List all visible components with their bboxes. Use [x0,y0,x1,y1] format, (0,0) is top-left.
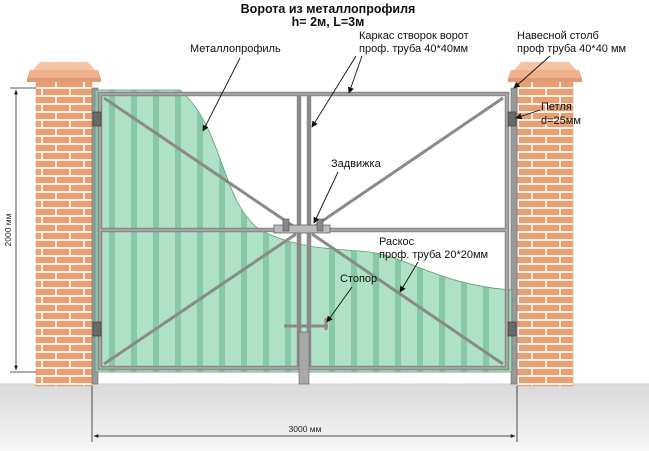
label-latch: Задвижка [331,158,382,170]
label-frame-line1: Каркас створок ворот [359,30,469,42]
width-dimension-label: 3000 мм [289,424,322,434]
label-brace-line1: Раскос [379,236,415,248]
label-post-line2: проф труба 40*40 мм [517,43,626,55]
width-dimension [91,386,518,442]
label-metalprofile: Металлопрофиль [190,43,281,55]
label-hinge-line2: d=25мм [541,115,581,127]
latch [273,218,331,234]
diagram-subtitle: h= 2м, L=3м [292,15,365,29]
diagram-title: Ворота из металлопрофиля [241,2,416,16]
ground [0,384,649,451]
height-dimension [10,87,36,373]
label-hinge-line1: Петля [541,101,572,113]
left-brick-pillar [27,62,101,387]
height-dimension-label: 2000 мм [3,213,13,246]
label-post-line1: Навесной столб [517,30,599,42]
label-brace-line2: проф. труба 20*20мм [379,249,488,261]
diagonal-braces [103,96,504,366]
stopper [284,318,328,385]
right-brick-pillar [508,62,582,387]
label-stopper: Стопор [340,273,377,285]
label-frame-line2: проф. труба 40*40мм [359,43,468,55]
hinges [92,111,517,337]
